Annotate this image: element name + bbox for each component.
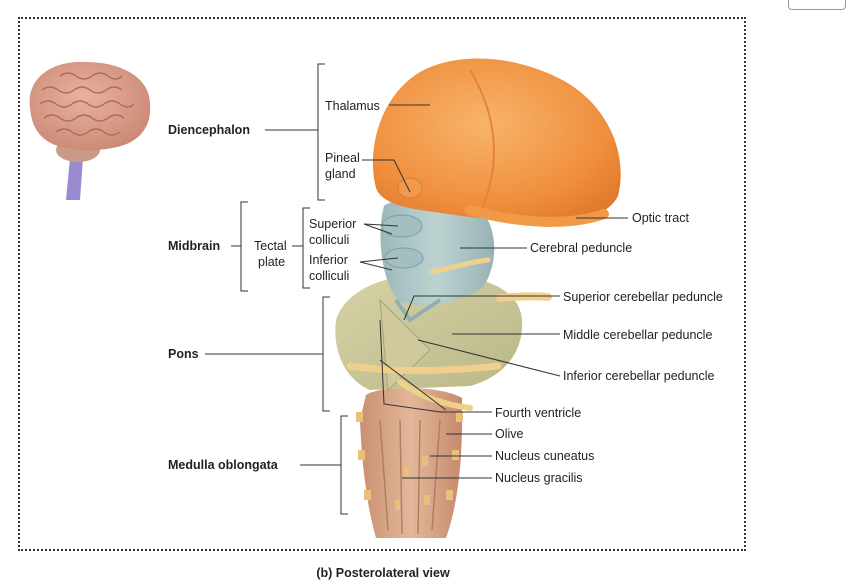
medulla-striations <box>379 419 441 535</box>
medulla-nerve-roots <box>356 412 463 510</box>
structure-leaders <box>359 104 628 479</box>
label-inferior-cerebellar-peduncle: Inferior cerebellar peduncle <box>563 369 715 383</box>
label-tectal-line2: plate <box>258 255 285 269</box>
label-superior-colliculi-line1: Superior <box>309 217 356 231</box>
label-nucleus-cuneatus: Nucleus cuneatus <box>495 449 594 463</box>
bracket-midbrain <box>240 201 248 292</box>
bracket-medulla <box>340 415 348 515</box>
superior-peduncle-nerve <box>496 292 552 302</box>
label-fourth-ventricle: Fourth ventricle <box>495 406 581 420</box>
label-thalamus: Thalamus <box>325 99 380 113</box>
medulla-oblongata <box>360 387 462 538</box>
superior-colliculus <box>381 214 423 238</box>
label-diencephalon: Diencephalon <box>168 123 250 137</box>
thalamic-fissure <box>469 69 495 213</box>
label-pons: Pons <box>168 347 199 361</box>
optic-tract-shape <box>465 205 609 227</box>
bracket-pons <box>322 296 330 412</box>
label-pineal-line1: Pineal <box>325 151 360 165</box>
label-inferior-colliculi-line2: colliculi <box>309 269 349 283</box>
label-medulla-oblongata: Medulla oblongata <box>168 458 279 472</box>
label-midbrain: Midbrain <box>168 239 220 253</box>
figure-caption: (b) Posterolateral view <box>316 566 450 580</box>
label-nucleus-gracilis: Nucleus gracilis <box>495 471 583 485</box>
pineal-gland <box>397 177 423 199</box>
label-superior-cerebellar-peduncle: Superior cerebellar peduncle <box>563 290 723 304</box>
corner-button[interactable] <box>788 0 846 10</box>
bracket-tectal-plate <box>302 207 310 289</box>
figure-frame <box>18 17 746 551</box>
bracket-diencephalon <box>317 63 325 201</box>
label-middle-cerebellar-peduncle: Middle cerebellar peduncle <box>563 328 712 342</box>
inferior-colliculus <box>384 247 424 269</box>
label-inferior-colliculi-line1: Inferior <box>309 253 348 267</box>
label-tectal-line1: Tectal <box>254 239 287 253</box>
label-cerebral-peduncle: Cerebral peduncle <box>530 241 632 255</box>
trochlear-nerve <box>429 257 491 275</box>
thalamus <box>372 58 621 221</box>
whole-brain-icon <box>29 61 151 200</box>
superior-peduncle-tract <box>394 298 442 323</box>
label-pineal-line2: gland <box>325 167 356 181</box>
inferior-peduncle-fibers <box>346 362 502 374</box>
label-superior-colliculi-line2: colliculi <box>309 233 349 247</box>
label-optic-tract: Optic tract <box>632 211 689 225</box>
label-olive: Olive <box>495 427 524 441</box>
region-brackets <box>205 63 348 515</box>
